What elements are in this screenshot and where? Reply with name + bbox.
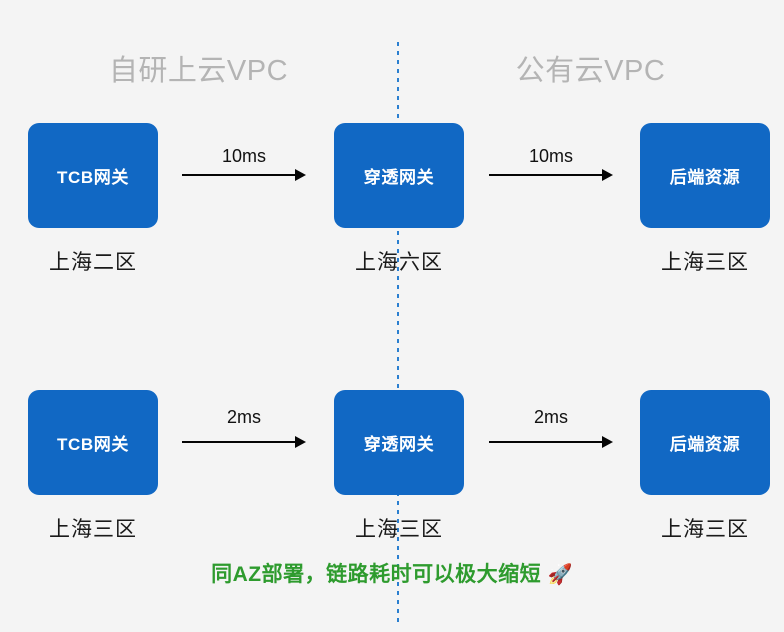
node-label: TCB网关 bbox=[57, 168, 129, 187]
node-label: TCB网关 bbox=[57, 435, 129, 454]
arrow-label-row2-1: 2ms bbox=[226, 407, 261, 427]
node-caption-row1-tcb-gateway: 上海二区 bbox=[49, 251, 137, 274]
zone-title-right: 公有云VPC bbox=[515, 55, 666, 87]
node-caption-row2-tcb-gateway: 上海三区 bbox=[49, 518, 137, 541]
node-caption-row1-backend-resource: 上海三区 bbox=[661, 251, 749, 274]
arrow-row1-2 bbox=[489, 158, 613, 192]
node-caption-row2-penetration-gateway: 上海三区 bbox=[355, 518, 443, 541]
node-row1-penetration-gateway: 穿透网关 bbox=[334, 123, 464, 228]
zone-title-left: 自研上云VPC bbox=[108, 55, 289, 87]
node-label: 穿透网关 bbox=[363, 168, 435, 187]
node-row2-penetration-gateway: 穿透网关 bbox=[334, 390, 464, 495]
arrow-label-row1-2: 10ms bbox=[528, 146, 573, 166]
footer-note: 同AZ部署，链路耗时可以极大缩短 🚀 bbox=[0, 558, 784, 588]
node-caption-row2-backend-resource: 上海三区 bbox=[661, 518, 749, 541]
vpc-boundary-divider bbox=[397, 42, 399, 622]
node-label: 后端资源 bbox=[669, 168, 741, 187]
footer-note-text: 同AZ部署，链路耗时可以极大缩短 bbox=[211, 563, 542, 586]
arrow-row1-1 bbox=[182, 158, 306, 192]
arrow-row2-1 bbox=[182, 425, 306, 459]
node-row1-backend-resource: 后端资源 bbox=[640, 123, 770, 228]
node-row2-backend-resource: 后端资源 bbox=[640, 390, 770, 495]
arrow-row2-2 bbox=[489, 425, 613, 459]
node-row1-tcb-gateway: TCB网关 bbox=[28, 123, 158, 228]
arrow-label-row2-2: 2ms bbox=[533, 407, 568, 427]
node-caption-row1-penetration-gateway: 上海六区 bbox=[355, 251, 443, 274]
node-row2-tcb-gateway: TCB网关 bbox=[28, 390, 158, 495]
arrow-label-row1-1: 10ms bbox=[221, 146, 266, 166]
node-label: 后端资源 bbox=[669, 435, 741, 454]
node-label: 穿透网关 bbox=[363, 435, 435, 454]
rocket-icon: 🚀 bbox=[547, 564, 573, 586]
